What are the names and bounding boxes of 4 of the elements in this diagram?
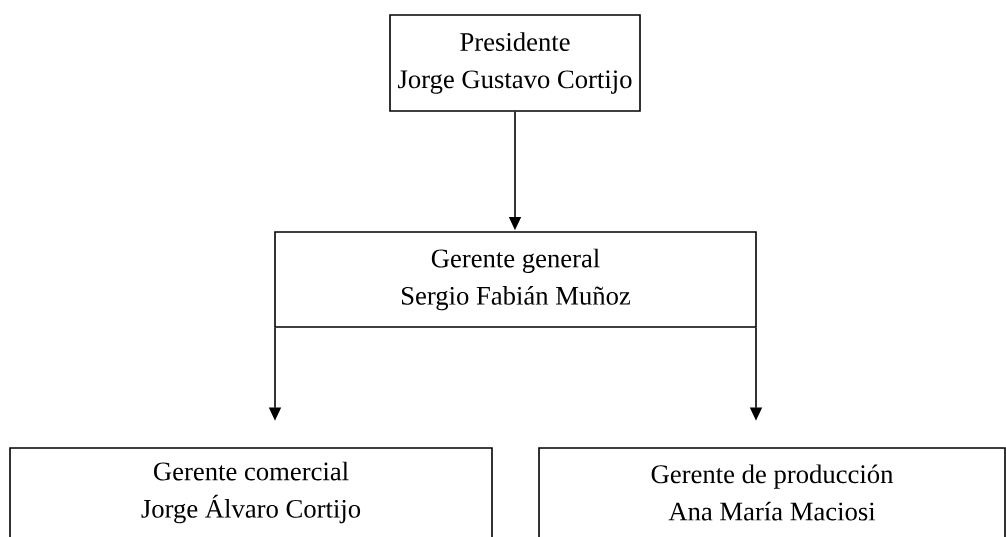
org-box: Gerente comercial Jorge Álvaro Cortijo xyxy=(9,447,493,537)
org-box: Presidente Jorge Gustavo Cortijo xyxy=(389,14,641,112)
org-box: Gerente general Sergio Fabián Muñoz xyxy=(274,231,757,328)
org-box: Gerente de producción Ana María Maciosi xyxy=(538,447,1006,537)
